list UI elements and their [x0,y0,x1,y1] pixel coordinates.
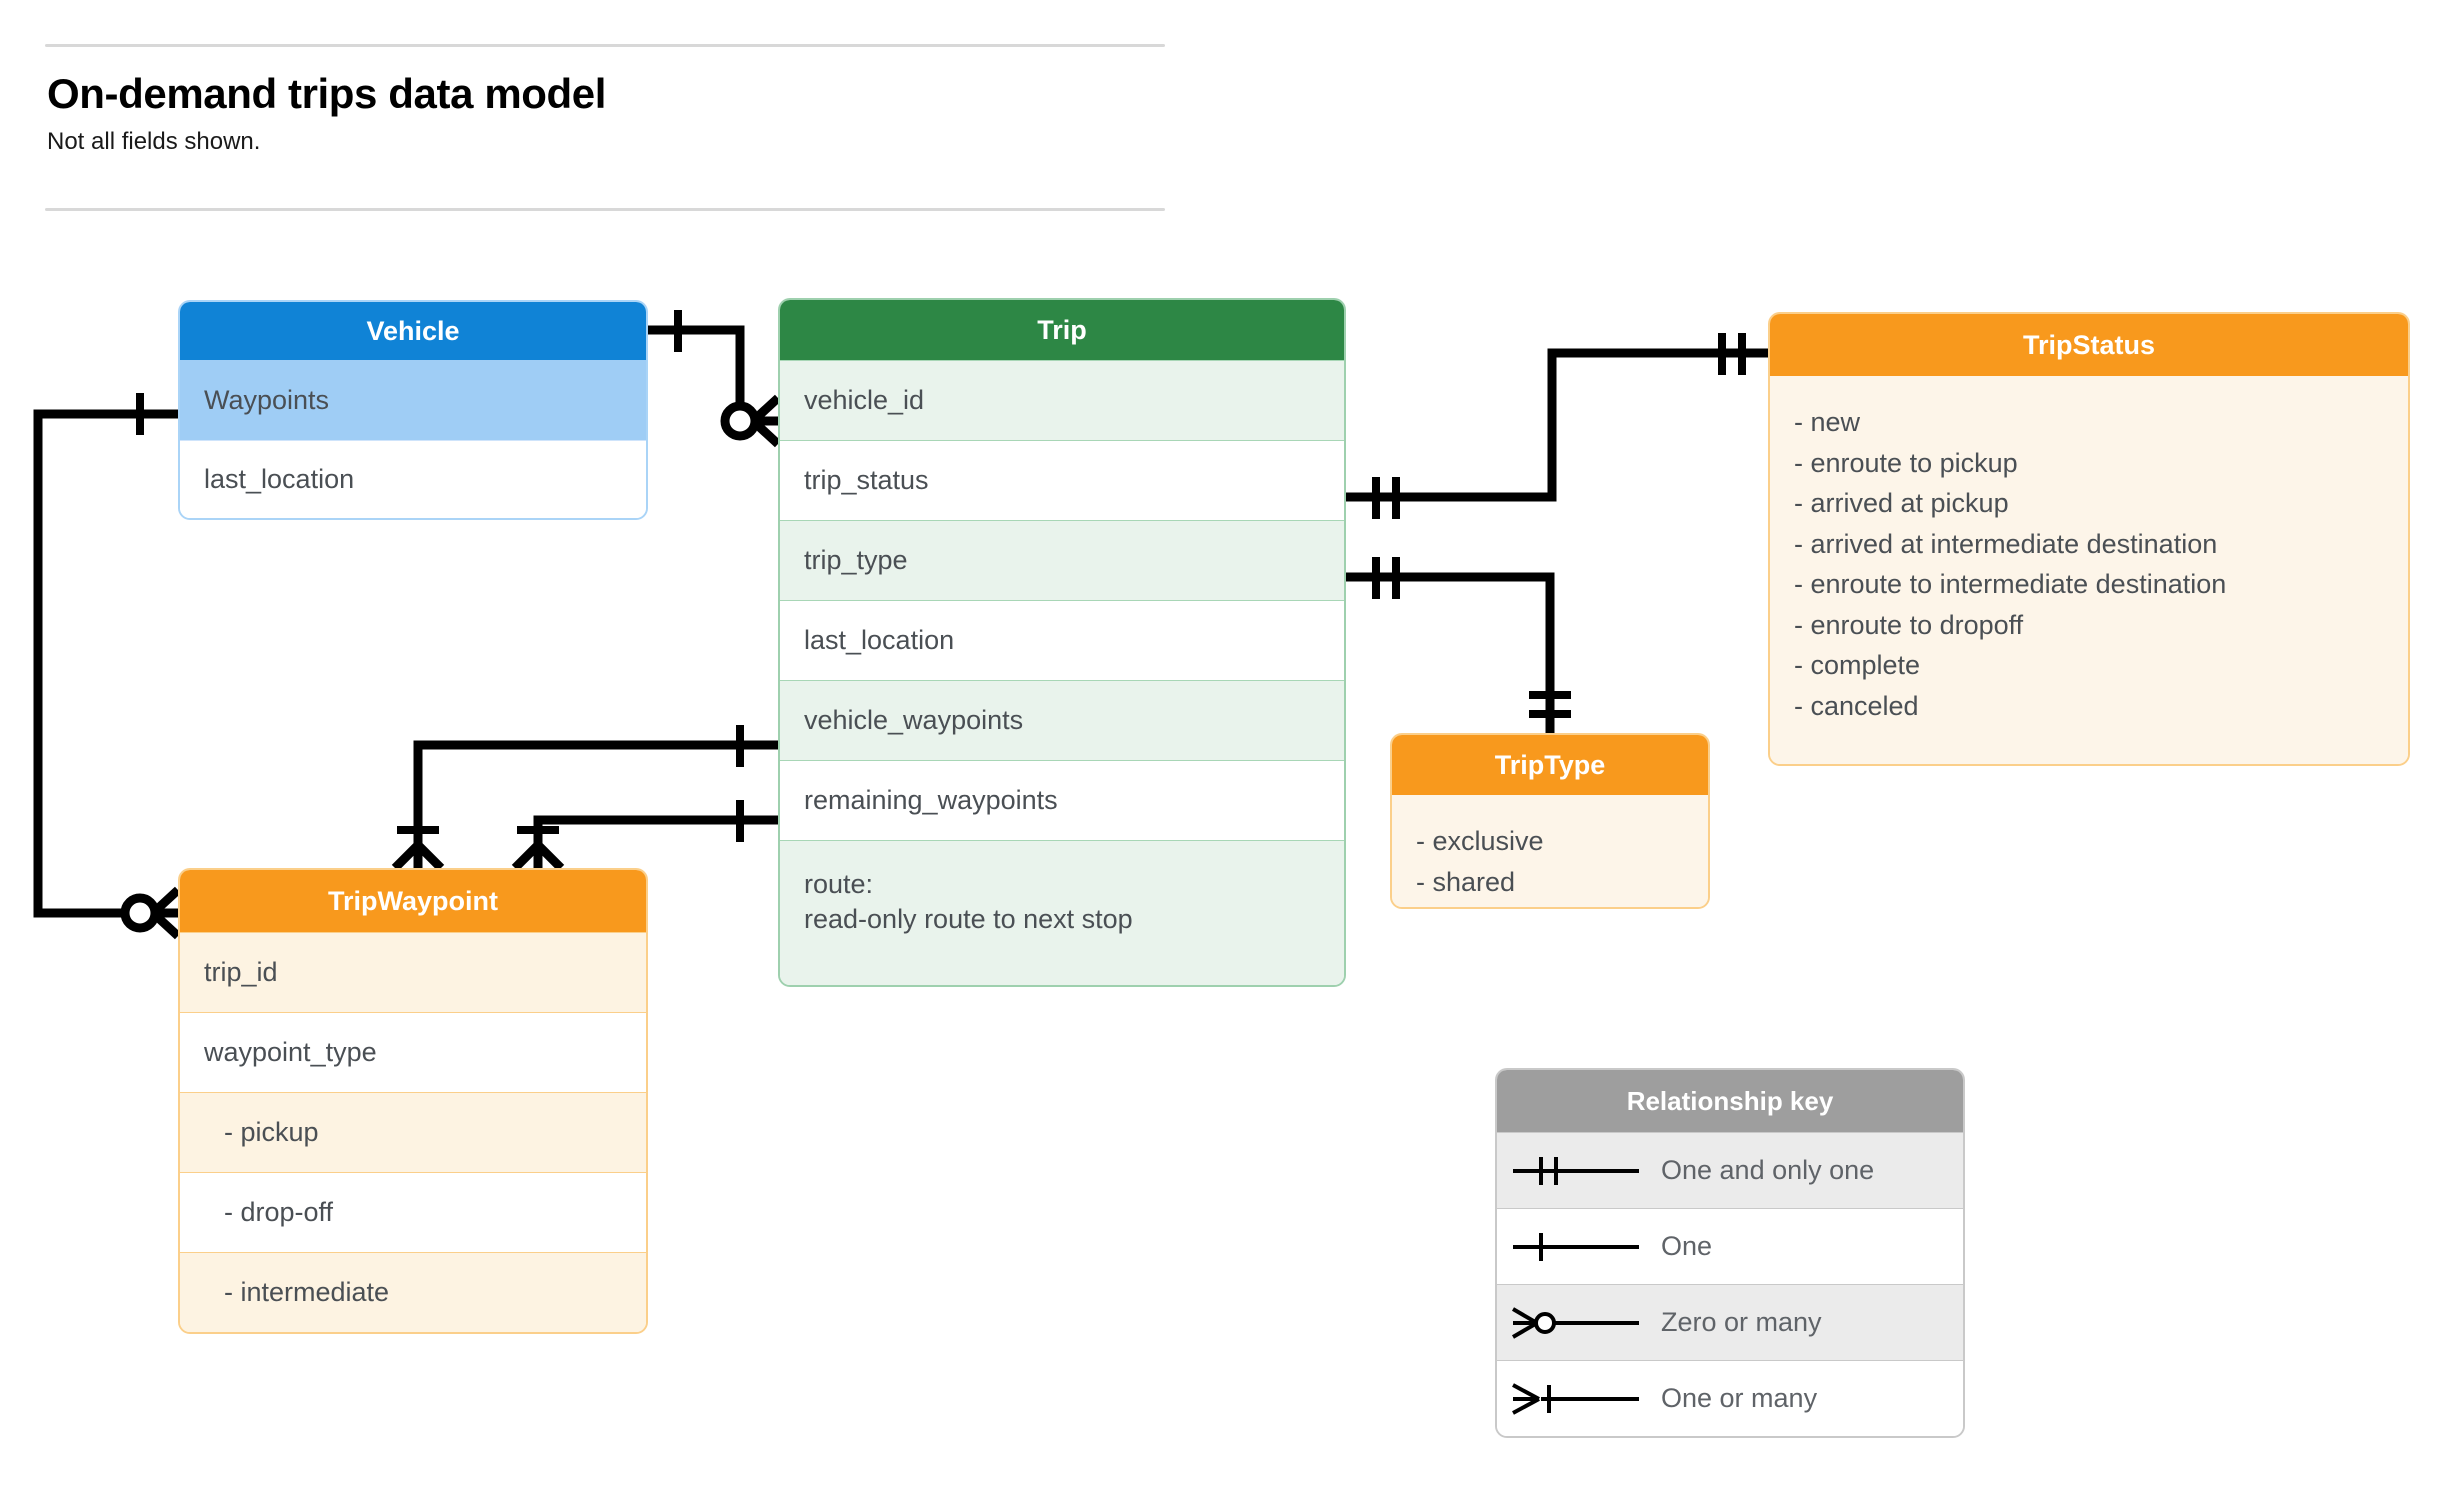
one-or-many-icon [1497,1379,1661,1419]
value-waypoint-type-pickup: - pickup [180,1092,646,1172]
connector-trip-triptype [1346,557,1571,733]
connector-vehicle-waypoints-to-tripwaypoint [33,393,182,940]
entity-trip[interactable]: Trip vehicle_id trip_status trip_type la… [778,298,1346,987]
page-subtitle: Not all fields shown. [47,128,261,155]
relationship-key-panel[interactable]: Relationship key One and only one One [1495,1068,1965,1438]
field-trip-vehicle-waypoints: vehicle_waypoints [780,680,1344,760]
entity-trip-title: Trip [780,300,1344,360]
field-tripwaypoint-trip-id: trip_id [180,932,646,1012]
entity-trip-type[interactable]: TripType - exclusive - shared [1390,733,1710,909]
value-triptype-exclusive: - exclusive [1416,826,1544,856]
one-and-only-one-icon [1497,1151,1661,1191]
value-tripstatus-arrived-intermediate: - arrived at intermediate destination [1794,528,2218,559]
field-trip-remaining-waypoints: remaining_waypoints [780,760,1344,840]
field-trip-trip-type: trip_type [780,520,1344,600]
one-icon [1497,1227,1661,1267]
entity-vehicle-title: Vehicle [180,302,646,360]
value-waypoint-type-dropoff: - drop-off [180,1172,646,1252]
value-tripstatus-complete: - complete [1794,650,1921,680]
relationship-key-title: Relationship key [1497,1070,1963,1132]
value-tripstatus-arrived-pickup: - arrived at pickup [1794,488,2009,518]
zero-or-many-icon [1497,1303,1661,1343]
entity-trip-status-title: TripStatus [1770,314,2408,376]
value-tripstatus-canceled: - canceled [1794,690,1919,721]
legend-row-one-or-many: One or many [1497,1360,1963,1436]
value-tripstatus-enroute-pickup: - enroute to pickup [1794,447,2018,478]
connector-trip-vehiclewaypoints-to-tripwaypoint [391,725,778,872]
legend-label-one-and-only-one: One and only one [1661,1155,1875,1185]
entity-trip-status[interactable]: TripStatus - new - enroute to pickup - a… [1768,312,2410,766]
legend-row-one-and-only-one: One and only one [1497,1132,1963,1208]
field-trip-trip-status: trip_status [780,440,1344,520]
entity-trip-status-values: - new - enroute to pickup - arrived at p… [1770,376,2408,764]
entity-vehicle[interactable]: Vehicle Waypoints last_location [178,300,648,520]
field-vehicle-last-location: last_location [180,440,646,518]
legend-row-one: One [1497,1208,1963,1284]
legend-label-one: One [1661,1231,1713,1261]
entity-trip-type-title: TripType [1392,735,1708,795]
connector-trip-tripstatus [1346,333,1768,519]
field-tripwaypoint-waypoint-type: waypoint_type [180,1012,646,1092]
header-rule-top [45,44,1165,47]
entity-trip-waypoint[interactable]: TripWaypoint trip_id waypoint_type - pic… [178,868,648,1334]
field-trip-vehicle-id: vehicle_id [780,360,1344,440]
legend-row-zero-or-many: Zero or many [1497,1284,1963,1360]
entity-trip-waypoint-title: TripWaypoint [180,870,646,932]
field-trip-route-description: read-only route to next stop [804,903,1133,934]
value-triptype-shared: - shared [1416,866,1516,897]
value-tripstatus-enroute-intermediate: - enroute to intermediate destination [1794,569,2227,599]
connector-vehicle-to-trip-vehicleid [648,310,782,448]
connector-trip-remainingwaypoints-to-tripwaypoint [511,800,778,872]
legend-label-zero-or-many: Zero or many [1661,1307,1822,1337]
field-trip-route-label: route: [804,869,874,899]
field-trip-route: route: read-only route to next stop [780,840,1344,985]
value-waypoint-type-intermediate: - intermediate [180,1252,646,1332]
page-title: On-demand trips data model [47,70,606,117]
field-trip-last-location: last_location [780,600,1344,680]
legend-label-one-or-many: One or many [1661,1383,1818,1413]
field-vehicle-waypoints: Waypoints [180,360,646,440]
entity-trip-type-values: - exclusive - shared [1392,795,1708,907]
value-tripstatus-enroute-dropoff: - enroute to dropoff [1794,609,2024,640]
header-rule-bottom [45,208,1165,211]
value-tripstatus-new: - new [1794,407,1861,437]
